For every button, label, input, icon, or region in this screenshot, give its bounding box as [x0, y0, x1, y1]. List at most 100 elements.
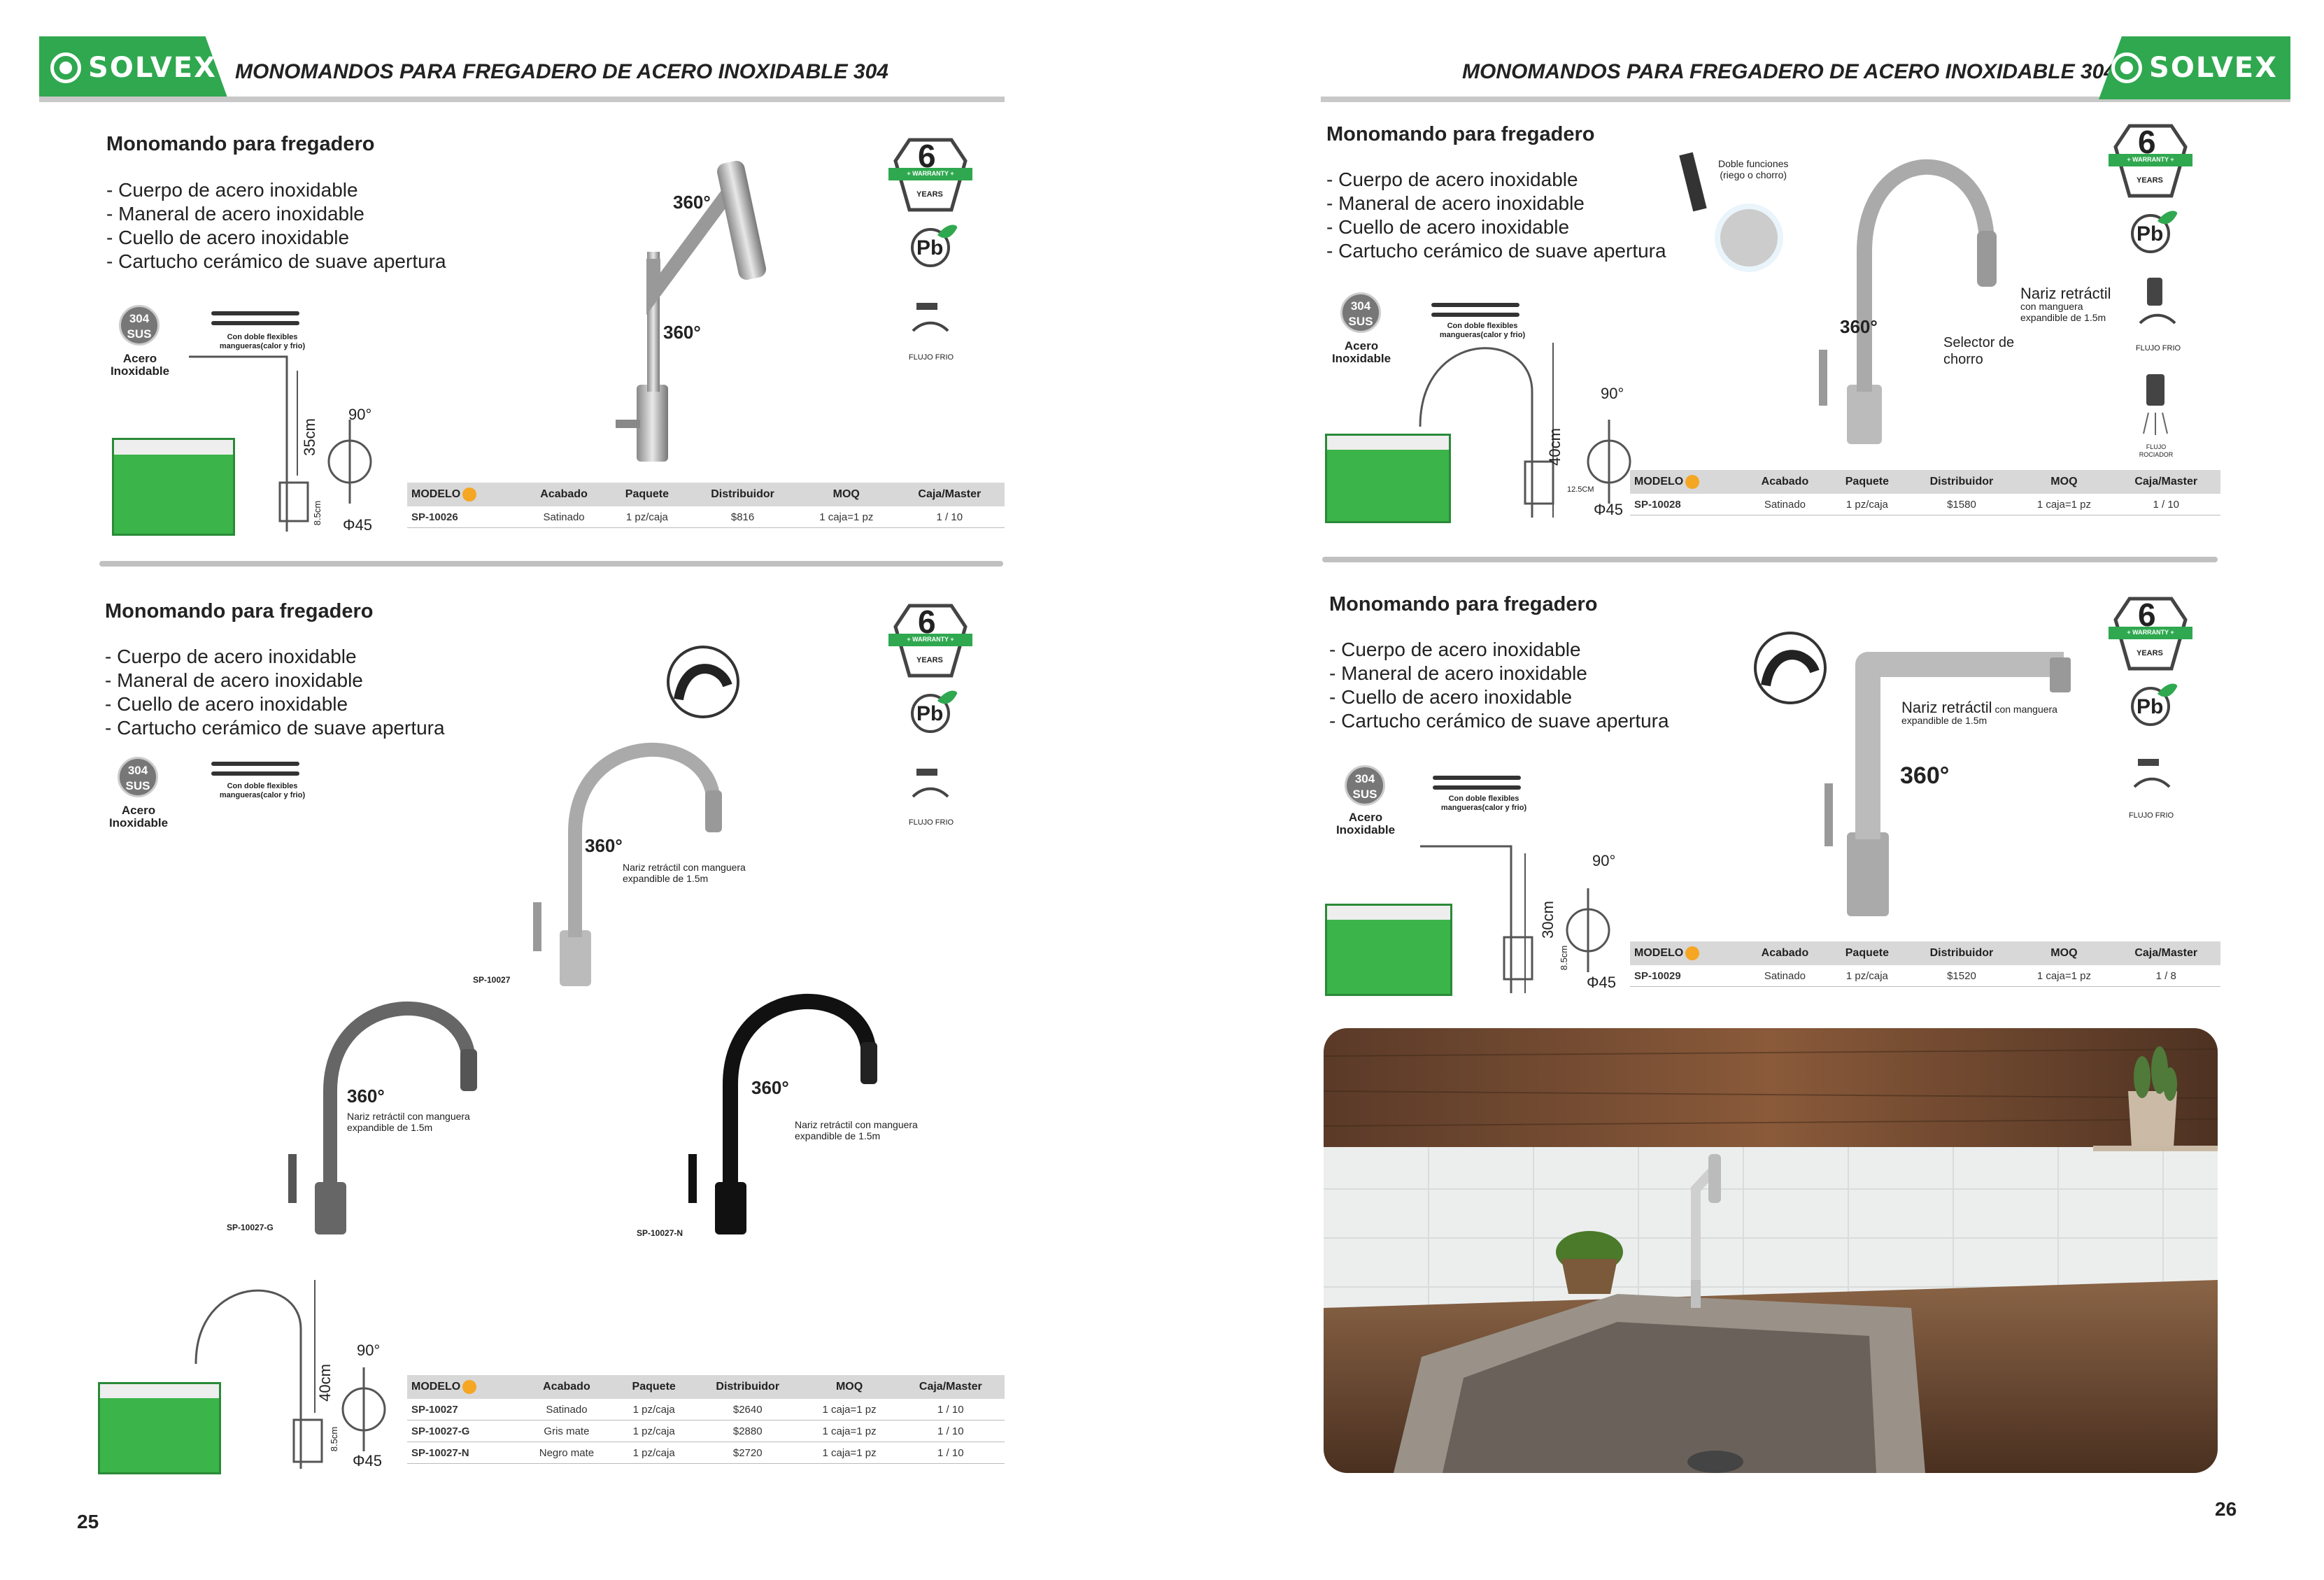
warranty-years: YEARS — [916, 190, 943, 199]
warranty-word: + WARRANTY + — [2127, 629, 2174, 636]
spec-table-sp10026: MODELO Acabado Paquete Distribuidor MOQ … — [407, 483, 1005, 528]
height-dimension: 40cm — [1545, 428, 1564, 466]
spray-head-icon — [1679, 152, 1783, 272]
feature-item: - Cartucho cerámico de suave apertura — [106, 250, 446, 272]
warranty-word: + WARRANTY + — [907, 170, 954, 177]
angle-dimension: 90° — [348, 406, 372, 423]
hose-icon — [211, 762, 299, 776]
dimension-drawing — [1420, 845, 1610, 993]
column-header: Acabado — [520, 483, 607, 506]
column-header: MOQ — [802, 1375, 897, 1399]
warranty-number: 6 — [2138, 597, 2156, 633]
product-box-image — [1325, 904, 1452, 996]
warranty-years: YEARS — [916, 656, 943, 664]
feature-list: - Cuerpo de acero inoxidable - Maneral d… — [105, 645, 445, 740]
brand-name: SOLVEX — [88, 52, 217, 84]
hose-detail-icon — [1754, 632, 1827, 704]
warranty-number: 6 — [2138, 124, 2156, 160]
feature-list: - Cuerpo de acero inoxidable - Maneral d… — [106, 178, 446, 273]
warranty-badge — [888, 604, 972, 678]
feature-item: - Cuello de acero inoxidable — [1329, 686, 1573, 708]
kitchen-photo — [1324, 1028, 2218, 1473]
model-label: SP-10027 — [473, 975, 511, 985]
page-number-left: 25 — [77, 1511, 99, 1532]
feature-item: - Cartucho cerámico de suave apertura — [1326, 240, 1666, 262]
feature-item: - Maneral de acero inoxidable — [106, 203, 364, 225]
section-divider — [99, 561, 1003, 567]
cold-flow-icon — [912, 303, 949, 332]
cold-flow-icon — [2139, 278, 2176, 325]
lead-free-label: Pb — [2137, 695, 2164, 718]
brand-name: SOLVEX — [2149, 52, 2278, 84]
section-divider — [1322, 557, 2218, 562]
column-header: MODELO — [1630, 941, 1743, 965]
faucet-sp10026-image — [616, 160, 767, 462]
hose-icon — [211, 311, 299, 325]
header-title-right: MONOMANDOS PARA FREGADERO DE ACERO INOXI… — [1462, 60, 2116, 83]
base-dimension: 8.5cm — [1559, 945, 1570, 971]
product-box-image — [98, 1382, 221, 1474]
feature-item: - Cuello de acero inoxidable — [105, 693, 348, 715]
warranty-badge — [2109, 124, 2192, 198]
lead-free-label: Pb — [916, 236, 944, 259]
cold-flow-label: FLUJO FRIO — [2135, 344, 2181, 353]
angle-dimension: 90° — [1601, 385, 1624, 402]
faucet-sp10027-g-image — [288, 1001, 477, 1234]
hose-icon — [1431, 303, 1519, 317]
feature-item: - Cartucho cerámico de suave apertura — [1329, 710, 1669, 732]
feature-list: - Cuerpo de acero inoxidable - Maneral d… — [1329, 638, 1669, 733]
header-line-right — [1321, 97, 2290, 102]
table-row: SP-10026 Satinado 1 pz/caja $816 1 caja=… — [407, 506, 1005, 528]
angle-dimension: 90° — [1592, 852, 1616, 869]
faucet-sp10029-image — [1825, 652, 2071, 916]
height-dimension: 35cm — [300, 418, 318, 456]
feature-item: - Cuerpo de acero inoxidable — [106, 179, 358, 201]
feature-item: - Maneral de acero inoxidable — [1329, 662, 1587, 684]
column-header: MOQ — [798, 483, 895, 506]
cold-flow-label: FLUJO FRIO — [908, 818, 954, 827]
column-header: MODELO — [407, 483, 521, 506]
lead-free-icon — [2131, 683, 2178, 726]
warranty-word: + WARRANTY + — [2127, 156, 2174, 163]
dimension-drawing — [1419, 343, 1631, 518]
product-box-image — [112, 438, 235, 536]
spec-table-sp10028: MODELO Acabado Paquete Distribuidor MOQ … — [1630, 470, 2220, 515]
lead-free-icon — [911, 225, 958, 267]
base-dimension: 8.5cm — [312, 500, 323, 526]
cold-flow-icon — [912, 769, 949, 798]
hose-icon — [1433, 776, 1521, 790]
warranty-years: YEARS — [2137, 176, 2163, 185]
column-header: Caja/Master — [2111, 941, 2220, 965]
faucet-sp10027-n-image — [688, 993, 877, 1234]
base-dimension: 8.5cm — [329, 1426, 340, 1452]
reach-dimension: 12.5CM — [1567, 485, 1594, 494]
section-title: Monomando para fregadero — [1326, 123, 1595, 145]
column-header: Paquete — [607, 483, 688, 506]
sun-icon — [2111, 52, 2143, 83]
warranty-badge — [888, 138, 972, 212]
column-header: Distribuidor — [1906, 941, 2017, 965]
rotation-label: 360° — [673, 192, 711, 213]
cold-flow-icon — [2133, 759, 2171, 788]
column-header: MOQ — [2016, 941, 2112, 965]
angle-dimension: 90° — [357, 1341, 381, 1359]
diameter-dimension: Φ45 — [353, 1452, 383, 1469]
section-title: Monomando para fregadero — [106, 133, 375, 155]
spec-table-sp10027: MODELO Acabado Paquete Distribuidor MOQ … — [407, 1375, 1005, 1464]
rotation-label: 360° — [1840, 316, 1878, 337]
column-header: Acabado — [518, 1375, 615, 1399]
dual-function-note: Doble funciones(riego o chorro) — [1718, 158, 1789, 180]
